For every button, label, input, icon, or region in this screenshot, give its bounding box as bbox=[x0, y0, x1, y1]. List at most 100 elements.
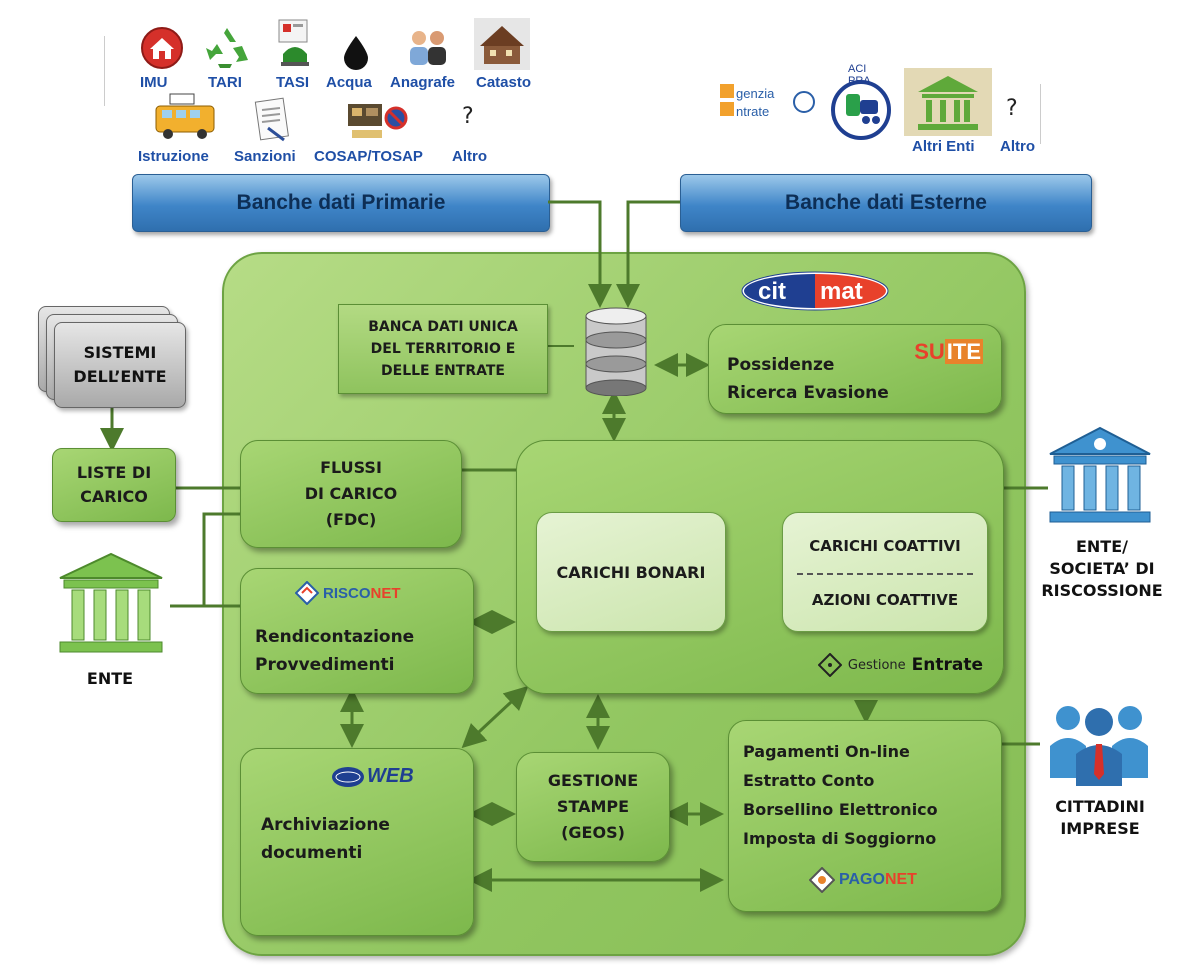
pagonet-diamond-icon bbox=[809, 867, 835, 893]
recycle-icon bbox=[206, 28, 248, 68]
external-divider bbox=[1040, 84, 1041, 144]
primary-altro-label: Altro bbox=[452, 148, 487, 165]
azioni-coattive-label: AZIONI COATTIVE bbox=[811, 591, 959, 609]
archivio-line-2: documenti bbox=[261, 843, 363, 863]
riscossione-line-3: RISCOSSIONE bbox=[1041, 581, 1163, 600]
anagrafe-label: Anagrafe bbox=[390, 74, 456, 91]
flussi-line-1: FLUSSI bbox=[320, 458, 382, 477]
gestione-entrate-b: Entrate bbox=[911, 655, 983, 675]
stampe-line-1: GESTIONE bbox=[547, 771, 639, 790]
external-databases-header: Banche dati Esterne bbox=[680, 174, 1092, 232]
risconet-logo-a: RISCO bbox=[323, 584, 371, 602]
svg-text:mat: mat bbox=[820, 278, 863, 305]
agenzia-entrate-logo: genzia ntrate bbox=[720, 84, 815, 119]
suite-line-1: Possidenze bbox=[727, 355, 835, 375]
archivio-features: Archiviazione documenti bbox=[261, 811, 390, 867]
imu-label: IMU bbox=[140, 74, 168, 91]
cittadini-line-2: IMPRESE bbox=[1060, 819, 1140, 838]
pagamenti-line-2: Estratto Conto bbox=[743, 771, 875, 790]
suite-logo-a: SU bbox=[914, 339, 945, 364]
ente-institution-icon bbox=[59, 552, 163, 653]
svg-text:ACI: ACI bbox=[848, 63, 866, 75]
istruzione-label: Istruzione bbox=[138, 148, 209, 165]
banca-dati-line-2: DEL TERRITORIO E bbox=[370, 341, 516, 357]
citymat-logo: cit mat bbox=[741, 271, 889, 311]
risconet-features: Rendicontazione Provvedimenti bbox=[255, 623, 414, 679]
tari-label: TARI bbox=[208, 74, 242, 91]
liste-line-2: CARICO bbox=[80, 487, 148, 506]
pagamenti-line-4: Imposta di Soggiorno bbox=[743, 829, 937, 848]
house-icon bbox=[141, 27, 183, 69]
pagamenti-features: Pagamenti On-line Estratto Conto Borsell… bbox=[743, 737, 938, 853]
suite-logo: SUITE bbox=[914, 339, 983, 365]
external-altro-label: Altro bbox=[1000, 138, 1035, 155]
sistemi-line-2: DELL’ENTE bbox=[73, 367, 167, 386]
archivio-logo-text: WEB bbox=[367, 765, 414, 787]
sistemi-dell-ente-box: SISTEMI DELL’ENTE bbox=[54, 322, 186, 408]
primary-altro-question-icon: ? bbox=[462, 104, 474, 129]
primary-databases-header: Banche dati Primarie bbox=[132, 174, 550, 232]
people-icon bbox=[410, 31, 446, 65]
flussi-line-2: DI CARICO bbox=[304, 484, 398, 503]
water-drop-icon bbox=[344, 36, 368, 70]
riscossione-line-2: SOCIETA’ DI bbox=[1049, 559, 1155, 578]
ente-label: ENTE bbox=[86, 669, 134, 688]
institution-icon bbox=[904, 68, 992, 136]
database-icon bbox=[585, 307, 647, 396]
banca-dati-unica-box: BANCA DATI UNICA DEL TERRITORIO E DELLE … bbox=[338, 304, 548, 394]
building-icon bbox=[474, 18, 530, 70]
cittadini-label: CITTADINI IMPRESE bbox=[1040, 796, 1160, 840]
risconet-diamond-icon bbox=[295, 581, 319, 605]
carichi-bonari-box: CARICHI BONARI bbox=[536, 512, 726, 632]
gestione-entrate-logo: Gestione Entrate bbox=[817, 653, 983, 677]
pagonet-logo-b: NET bbox=[884, 871, 917, 888]
risconet-line-1: Rendicontazione bbox=[255, 627, 415, 647]
fine-document-icon bbox=[254, 97, 289, 142]
archiviazione-box: WEB Archiviazione documenti bbox=[240, 748, 474, 936]
risconet-line-2: Provvedimenti bbox=[255, 655, 395, 675]
riscossione-line-1: ENTE/ bbox=[1075, 537, 1128, 556]
external-altro-question-icon: ? bbox=[1006, 96, 1018, 121]
suite-features: Possidenze Ricerca Evasione bbox=[727, 351, 889, 407]
altri-enti-label: Altri Enti bbox=[912, 138, 975, 155]
tasi-label: TASI bbox=[276, 74, 310, 91]
cosap-tosap-label: COSAP/TOSAP bbox=[314, 148, 423, 165]
gestione-stampe-box: GESTIONE STAMPE (GEOS) bbox=[516, 752, 670, 862]
archivio-line-1: Archiviazione bbox=[261, 815, 390, 835]
coattivi-divider bbox=[797, 573, 973, 575]
pagonet-logo-a: PAGO bbox=[839, 871, 885, 888]
svg-text:cit: cit bbox=[758, 278, 786, 305]
banca-dati-line-3: DELLE ENTRATE bbox=[381, 363, 505, 379]
citizens-people-icon bbox=[1050, 706, 1148, 786]
svg-text:ntrate: ntrate bbox=[736, 104, 769, 119]
flussi-di-carico-box: FLUSSI DI CARICO (FDC) bbox=[240, 440, 462, 548]
carichi-coattivi-label: CARICHI COATTIVI bbox=[809, 537, 961, 555]
risconet-logo-b: NET bbox=[370, 584, 401, 602]
stampe-line-3: (GEOS) bbox=[561, 823, 625, 842]
street-sign-icon bbox=[348, 104, 408, 138]
stampe-line-2: STAMPE bbox=[556, 797, 630, 816]
pagamenti-line-1: Pagamenti On-line bbox=[743, 742, 910, 761]
carichi-bonari-label: CARICHI BONARI bbox=[556, 562, 706, 582]
tasi-icon bbox=[278, 19, 309, 66]
pagamenti-box: Pagamenti On-line Estratto Conto Borsell… bbox=[728, 720, 1002, 912]
sistemi-line-1: SISTEMI bbox=[83, 343, 157, 362]
archivio-web-logo: WEB bbox=[331, 765, 414, 788]
archivio-globe-icon bbox=[332, 766, 364, 787]
carichi-coattivi-box: CARICHI COATTIVI AZIONI COATTIVE bbox=[782, 512, 988, 632]
riscossione-label: ENTE/ SOCIETA’ DI RISCOSSIONE bbox=[1032, 536, 1172, 602]
riscossione-bank-icon bbox=[1049, 426, 1151, 523]
suite-line-2: Ricerca Evasione bbox=[727, 383, 889, 403]
gestione-entrate-a: Gestione bbox=[847, 657, 906, 673]
primary-divider bbox=[104, 36, 105, 106]
suite-box: SUITE Possidenze Ricerca Evasione bbox=[708, 324, 1002, 414]
catasto-label: Catasto bbox=[476, 74, 532, 91]
flussi-line-3: (FDC) bbox=[325, 510, 377, 529]
school-bus-icon bbox=[155, 93, 215, 139]
liste-di-carico-box: LISTE DI CARICO bbox=[52, 448, 176, 522]
banca-dati-line-1: BANCA DATI UNICA bbox=[368, 319, 518, 335]
sanzioni-label: Sanzioni bbox=[234, 148, 296, 165]
suite-logo-b: ITE bbox=[944, 339, 983, 364]
